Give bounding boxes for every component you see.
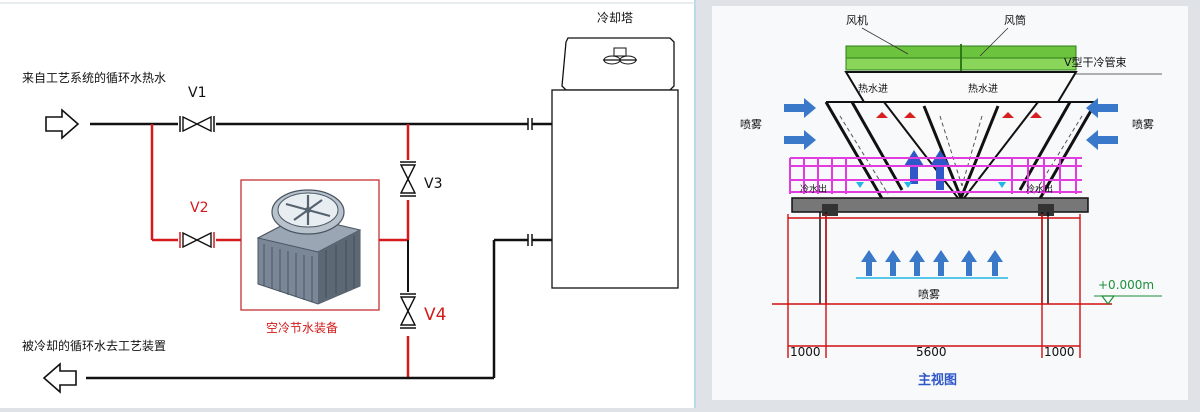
valve-v4-icon [399, 293, 417, 329]
front-view-panel: 风机 风筒 V型干冷管束 热水进 热水进 喷雾 喷雾 [712, 6, 1188, 400]
valve-v2-label: V2 [190, 200, 208, 216]
cold-out-label-left: 冷水出 [800, 183, 827, 195]
dim-right: 1000 [1044, 345, 1075, 359]
cooling-tower-icon [551, 37, 679, 289]
v-tube-bundle-icon [824, 71, 1098, 204]
spray-label-right: 喷雾 [1132, 118, 1154, 131]
outlet-arrow-icon [42, 362, 77, 394]
elevation-label: +0.000m [1098, 278, 1154, 292]
dim-center: 5600 [916, 345, 947, 359]
fan-cylinder-icon [845, 44, 1077, 72]
cold-out-label-right: 冷水出 [1026, 183, 1053, 195]
hot-in-label-left: 热水进 [858, 82, 888, 95]
elevation-mark-icon [1094, 295, 1162, 305]
tube-bundle-label: V型干冷管束 [1064, 55, 1127, 69]
spray-label-left: 喷雾 [740, 118, 762, 131]
bottom-spray-arrow-icons [861, 250, 1003, 276]
valve-v3-label: V3 [424, 176, 442, 192]
air-cooler-label: 空冷节水装备 [266, 321, 338, 335]
spray-label-bottom: 喷雾 [918, 288, 940, 301]
platform-railing [789, 157, 1082, 194]
valve-v3-icon [399, 161, 417, 197]
cooling-tower-label: 冷却塔 [597, 11, 633, 25]
valve-v2-icon [179, 231, 215, 249]
view-title: 主视图 [918, 372, 957, 388]
valve-v4-label: V4 [424, 305, 446, 325]
hot-in-label-right: 热水进 [968, 82, 998, 95]
dim-left: 1000 [790, 345, 821, 359]
fan-label: 风机 [846, 13, 868, 27]
front-view-diagram: 风机 风筒 V型干冷管束 热水进 热水进 喷雾 喷雾 [740, 13, 1162, 388]
inlet-label: 来自工艺系统的循环水热水 [22, 70, 166, 85]
process-flow-panel: 来自工艺系统的循环水热水 V1 V2 [0, 0, 696, 408]
dimension-frame [772, 214, 1112, 358]
process-flow-diagram: 来自工艺系统的循环水热水 V1 V2 [0, 2, 696, 394]
cold-water-arrow-icons [856, 182, 1006, 188]
fan-cylinder-label: 风筒 [1004, 13, 1026, 27]
valve-v1-label: V1 [188, 85, 206, 101]
inlet-arrow-icon [45, 108, 80, 140]
outlet-label: 被冷却的循环水去工艺装置 [22, 338, 166, 353]
valve-v1-icon [179, 115, 215, 133]
base-beam [791, 197, 1089, 213]
air-cooler-unit-icon [256, 189, 362, 305]
side-spray-arrow-icons [784, 98, 1118, 150]
hot-water-arrow-icons [876, 112, 1042, 118]
